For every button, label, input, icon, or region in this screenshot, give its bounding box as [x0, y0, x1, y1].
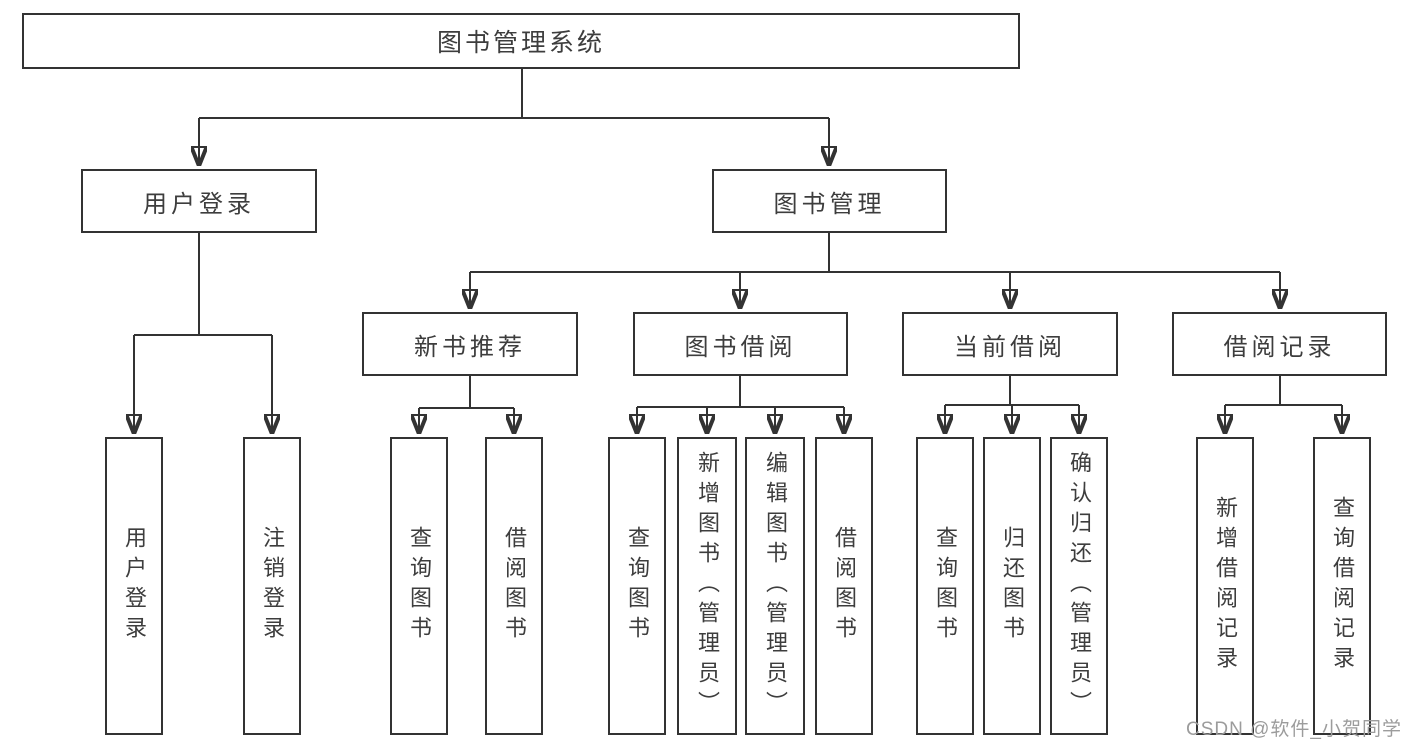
- leaf-confirm-return-admin: 确认归还（管理员）: [1050, 437, 1108, 735]
- node-user-login: 用户登录: [81, 169, 317, 233]
- node-label: 归还图书: [1000, 526, 1025, 646]
- node-book-borrowing: 图书借阅: [633, 312, 848, 376]
- leaf-query-books-3: 查询图书: [916, 437, 974, 735]
- node-borrowing-records: 借阅记录: [1172, 312, 1387, 376]
- node-label: 查询图书: [933, 526, 958, 646]
- leaf-edit-books-admin: 编辑图书（管理员）: [745, 437, 805, 735]
- node-label: 当前借阅: [954, 333, 1066, 361]
- leaf-add-books-admin: 新增图书（管理员）: [677, 437, 737, 735]
- node-label: 用户登录: [122, 526, 147, 646]
- node-label: 借阅记录: [1223, 333, 1336, 361]
- node-library-management-system: 图书管理系统: [22, 13, 1020, 69]
- node-label: 图书管理: [773, 190, 886, 218]
- node-book-management: 图书管理: [712, 169, 947, 233]
- node-label: 查询图书: [407, 526, 432, 646]
- node-label: 借阅图书: [832, 526, 857, 646]
- leaf-query-books-1: 查询图书: [390, 437, 448, 735]
- leaf-user-login: 用户登录: [105, 437, 163, 735]
- leaf-add-borrow-record: 新增借阅记录: [1196, 437, 1254, 735]
- node-label: 确认归还（管理员）: [1067, 451, 1092, 721]
- node-label: 图书管理系统: [436, 29, 605, 57]
- node-current-borrowing: 当前借阅: [902, 312, 1118, 376]
- leaf-logout: 注销登录: [243, 437, 301, 735]
- leaf-borrow-books-1: 借阅图书: [485, 437, 543, 735]
- node-label: 用户登录: [143, 190, 255, 218]
- node-label: 新增图书（管理员）: [695, 451, 720, 721]
- leaf-borrow-books-2: 借阅图书: [815, 437, 873, 735]
- node-label: 图书借阅: [684, 333, 797, 361]
- node-label: 查询借阅记录: [1330, 496, 1355, 676]
- leaf-query-books-2: 查询图书: [608, 437, 666, 735]
- node-label: 新增借阅记录: [1213, 496, 1238, 676]
- connector-arrows: [134, 118, 1342, 434]
- node-label: 借阅图书: [502, 526, 527, 646]
- node-new-book-recommendation: 新书推荐: [362, 312, 578, 376]
- leaf-return-books: 归还图书: [983, 437, 1041, 735]
- node-label: 新书推荐: [414, 333, 526, 361]
- node-label: 编辑图书（管理员）: [763, 451, 788, 721]
- node-label: 查询图书: [625, 526, 650, 646]
- connector-trunks: [134, 68, 1342, 409]
- node-label: 注销登录: [260, 526, 285, 646]
- leaf-query-borrow-record: 查询借阅记录: [1313, 437, 1371, 735]
- csdn-watermark: CSDN @软件_小贺同学: [1186, 719, 1402, 740]
